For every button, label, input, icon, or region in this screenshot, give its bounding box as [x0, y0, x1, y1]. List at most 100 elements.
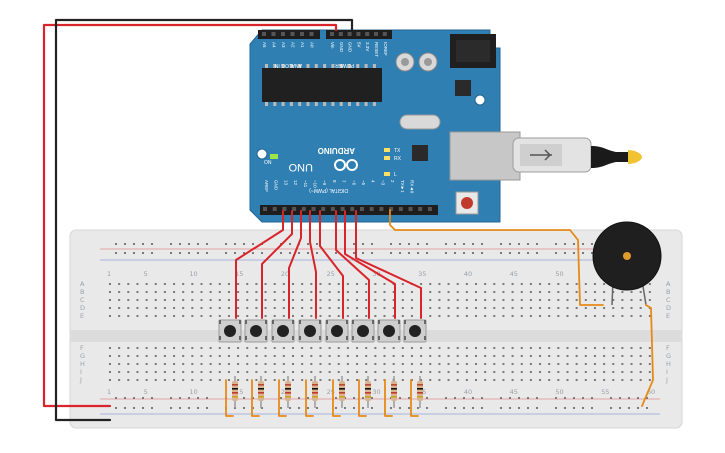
on-label: ON [264, 160, 272, 166]
column-number: 50 [555, 388, 563, 396]
digital-pin-label: ~10 [313, 180, 318, 188]
wire-5v [42, 23, 338, 408]
analog-label: ANALOG IN [274, 62, 302, 68]
row-letter: C [666, 296, 671, 304]
pushbutton [244, 319, 268, 343]
digital-label: DIGITAL (PWM~) [309, 187, 348, 193]
column-number: 25 [327, 270, 335, 278]
voltage-regulator [455, 80, 471, 96]
wire-buzzer-signal [389, 209, 604, 306]
breadboard: 151015202530354045505560 151015202530354… [69, 229, 683, 429]
arduino-board: ARDUINO UNO POWER ANALOG IN DIGITAL (PWM… [249, 29, 521, 223]
column-number: 50 [555, 270, 563, 278]
column-number: 55 [601, 388, 609, 396]
wires [42, 18, 654, 422]
power-pin-label: RESET [374, 42, 379, 57]
pushbutton [351, 319, 375, 343]
resistor [312, 376, 318, 408]
row-letter: H [80, 360, 85, 368]
resistor [391, 376, 397, 408]
row-letter: A [666, 280, 671, 288]
wire-button-signal [288, 210, 302, 319]
digital-pin-label: ~3 [380, 180, 385, 186]
analog-pin-label: A5 [262, 42, 267, 48]
row-letter: F [80, 344, 84, 352]
analog-pin-label: A1 [300, 42, 305, 48]
breadboard-holes [109, 243, 651, 409]
wire-ground [358, 379, 367, 417]
digital-header [260, 205, 438, 215]
row-letter: I [80, 368, 82, 376]
power-pin-label: Vin [330, 42, 335, 49]
resistor [285, 376, 291, 408]
pushbutton [325, 319, 349, 343]
wire-button-signal [344, 210, 396, 319]
digital-pin-label: ~11 [303, 180, 308, 188]
column-number: 40 [464, 270, 472, 278]
wire-ground [251, 379, 260, 417]
digital-pin-label: 8 [332, 180, 337, 183]
power-pin-label: GND [339, 42, 344, 53]
row-letter: B [666, 288, 670, 296]
digital-pin-label: 7 [342, 180, 347, 183]
digital-pin-label: 2 [390, 180, 395, 183]
microcontroller-chip [262, 68, 382, 102]
piezo-buzzer [592, 221, 662, 306]
wire-ground [332, 379, 341, 417]
resistor [258, 376, 264, 408]
wire-buzzer-gnd [641, 304, 654, 407]
wire-ground [278, 379, 287, 417]
resistor [417, 376, 423, 408]
power-label: POWER [335, 62, 354, 68]
power-pin-label: GND [348, 42, 353, 53]
digital-pin-label: ~9 [322, 180, 327, 186]
row-letter: J [665, 376, 668, 384]
rx-label: RX [394, 156, 402, 162]
l-label: L [394, 172, 397, 178]
digital-pin-label: AREF [264, 180, 269, 192]
column-number: 60 [647, 388, 655, 396]
analog-pin-label: A0 [310, 42, 315, 48]
column-number: 45 [510, 270, 518, 278]
model-label: UNO [288, 161, 313, 173]
column-number: 25 [327, 388, 335, 396]
power-pin-label: 5V [356, 42, 361, 48]
tx-label: TX [394, 148, 401, 154]
digital-pin-label: RX◄0 [410, 180, 415, 194]
digital-pin-label: GND [274, 180, 279, 191]
wire-ground [225, 379, 234, 417]
wire-button-signal [261, 210, 293, 319]
wire-button-signal [235, 210, 284, 319]
wire-gnd [54, 18, 354, 422]
analog-pin-label: A2 [291, 42, 296, 48]
usb-icon [530, 149, 552, 161]
arduino-logo [334, 159, 358, 171]
resistors [232, 376, 423, 408]
wire-ground [384, 379, 393, 417]
pushbutton [271, 319, 295, 343]
row-letter: A [80, 280, 85, 288]
column-number: 10 [189, 270, 197, 278]
pushbutton [403, 319, 427, 343]
row-letter: H [666, 360, 671, 368]
digital-pin-label: 4 [371, 180, 376, 183]
digital-pin-holes [262, 32, 432, 211]
wire-ground [305, 379, 314, 417]
resistor [365, 376, 371, 408]
resistor [232, 376, 238, 408]
power-pin-label: IOREF [383, 42, 388, 56]
crystal [399, 114, 441, 130]
column-number: 40 [464, 388, 472, 396]
column-number: 30 [372, 388, 380, 396]
wire-button-signal [309, 210, 317, 319]
row-letter: J [79, 376, 82, 384]
power-pin-label: 3.3V [365, 42, 370, 51]
usb-port [449, 131, 521, 181]
wire-button-signal [319, 210, 344, 319]
usb-cable [512, 137, 642, 173]
wire-button-signal [335, 210, 370, 319]
column-number: 45 [510, 388, 518, 396]
